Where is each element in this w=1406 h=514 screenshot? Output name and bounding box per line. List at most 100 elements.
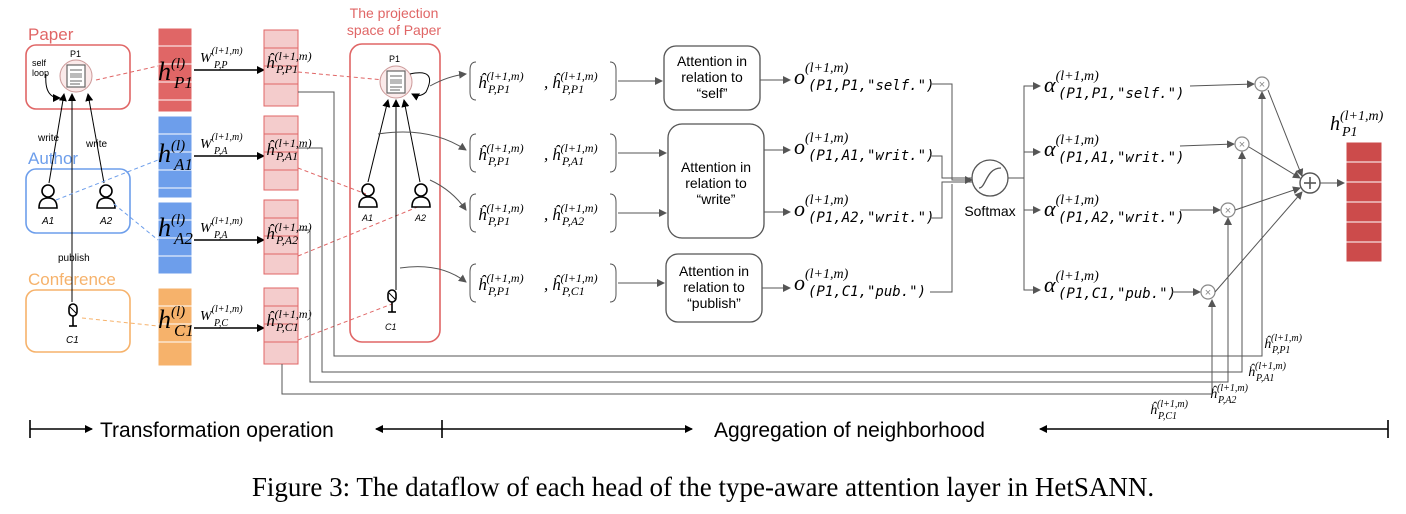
projection-paper-icon bbox=[379, 65, 413, 99]
publish-label: publish bbox=[58, 253, 90, 264]
skip-label-pc1: ĥ(l+1,m)P,C1 bbox=[1150, 399, 1189, 422]
multiply-node-a1: × bbox=[1234, 136, 1250, 152]
svg-text:ĥ(l+1,m)P,A1: ĥ(l+1,m)P,A1 bbox=[552, 141, 598, 168]
svg-text:ĥ(l+1,m)P,P1: ĥ(l+1,m)P,P1 bbox=[478, 69, 524, 96]
alpha-a2: α(l+1,m)(P1,A2,"writ.") bbox=[1044, 193, 1184, 226]
link-proj-c1 bbox=[297, 303, 393, 341]
alpha-to-mult-self bbox=[1189, 80, 1255, 89]
attention-write-box bbox=[667, 123, 765, 239]
alpha-c1: α(l+1,m)(P1,C1,"pub.") bbox=[1044, 269, 1176, 302]
multiply-node-c1: × bbox=[1200, 284, 1216, 300]
sum-node bbox=[1299, 172, 1321, 194]
author-a1-icon bbox=[38, 184, 58, 209]
h-input-a1: h(l)A1 bbox=[158, 138, 193, 174]
proj-to-pair-c1 bbox=[399, 266, 467, 283]
attention-write-line1: Attention in bbox=[681, 159, 751, 175]
projection-edge-a2 bbox=[401, 99, 421, 183]
w-label-pc: W(l+1,m)P,C bbox=[200, 304, 243, 329]
link-c1-embedding bbox=[81, 317, 159, 327]
svg-text:,: , bbox=[544, 73, 548, 92]
softmax-curve-icon bbox=[978, 167, 1002, 189]
pair-a2: ĥ(l+1,m)P,P1 , ĥ(l+1,m)P,A2 bbox=[469, 193, 617, 233]
w-label-pa-1: W(l+1,m)P,A bbox=[200, 132, 243, 157]
svg-text:×: × bbox=[1205, 287, 1211, 299]
skip-p1 bbox=[298, 91, 1266, 357]
multiply-node-self: × bbox=[1254, 76, 1270, 92]
author-a1-label: A1 bbox=[41, 216, 54, 227]
svg-text:ĥ(l+1,m)P,C1: ĥ(l+1,m)P,C1 bbox=[552, 271, 598, 298]
alpha-a1: α(l+1,m)(P1,A1,"writ.") bbox=[1044, 133, 1184, 166]
mult-to-sum-a1 bbox=[1248, 146, 1301, 179]
output-vector bbox=[1345, 141, 1383, 263]
h-output-p1: h(l+1,m)P1 bbox=[1330, 109, 1384, 140]
transformed-column-a2 bbox=[263, 199, 299, 275]
projection-c1-label: C1 bbox=[385, 322, 397, 332]
attention-self-line3: “self” bbox=[696, 85, 727, 101]
conference-c1-label: C1 bbox=[66, 335, 79, 346]
embedding-column-a2 bbox=[157, 201, 193, 275]
o-c1: o(l+1,m)(P1,C1,"pub.") bbox=[794, 267, 926, 300]
o-to-softmax-c1 bbox=[930, 184, 953, 293]
attention-write-line2: relation to bbox=[685, 175, 747, 191]
svg-text:×: × bbox=[1259, 79, 1265, 91]
link-proj-a2 bbox=[297, 205, 421, 257]
hhat-pc1-left: ĥ(l+1,m)P,C1 bbox=[266, 307, 312, 334]
softmax-to-alpha-c1 bbox=[1023, 178, 1041, 294]
projection-title-line1: The projection bbox=[350, 5, 439, 21]
skip-c1 bbox=[281, 299, 1216, 395]
svg-text:ĥ(l+1,m)P,P1: ĥ(l+1,m)P,P1 bbox=[478, 141, 524, 168]
self-loop-word2: loop bbox=[32, 68, 49, 78]
attention-publish-line3: “publish” bbox=[687, 295, 741, 311]
svg-text:ĥ(l+1,m)P,P1: ĥ(l+1,m)P,P1 bbox=[478, 201, 524, 228]
skip-label-pa2: ĥ(l+1,m)P,A2 bbox=[1210, 383, 1249, 406]
author-a2-icon bbox=[96, 184, 116, 209]
proj-to-pair-a1 bbox=[377, 131, 467, 151]
link-paper-embedding bbox=[95, 65, 159, 81]
o-to-softmax-a1 bbox=[930, 155, 972, 179]
transformation-label: Transformation operation bbox=[100, 419, 334, 442]
embedding-column-a1 bbox=[157, 115, 193, 199]
self-loop-word1: self bbox=[32, 58, 47, 68]
embedding-column-p1 bbox=[157, 27, 193, 113]
projection-a1-label: A1 bbox=[361, 213, 373, 223]
o-to-softmax-self bbox=[930, 83, 973, 184]
svg-text:ĥ(l+1,m)P,A2: ĥ(l+1,m)P,A2 bbox=[552, 201, 598, 228]
attention-write-line3: “write” bbox=[697, 191, 736, 207]
pair-c1: ĥ(l+1,m)P,P1 , ĥ(l+1,m)P,C1 bbox=[469, 263, 617, 303]
projection-a2-icon bbox=[411, 183, 431, 208]
projection-c1-icon bbox=[387, 289, 397, 313]
attention-publish-line2: relation to bbox=[683, 279, 745, 295]
o-a2: o(l+1,m)(P1,A2,"writ.") bbox=[794, 193, 934, 226]
mult-to-sum-a2 bbox=[1234, 186, 1301, 211]
paper-node-label: P1 bbox=[70, 49, 81, 59]
conference-type-box bbox=[25, 289, 131, 353]
projection-title-line2: space of Paper bbox=[347, 22, 442, 38]
hhat-pp1-left: ĥ(l+1,m)P,P1 bbox=[266, 49, 312, 76]
transformed-column-p1 bbox=[263, 29, 299, 107]
author-a2-label: A2 bbox=[99, 216, 113, 227]
aggregation-label: Aggregation of neighborhood bbox=[714, 419, 985, 442]
softmax-to-alpha-a2 bbox=[1023, 178, 1041, 214]
link-a1-embedding bbox=[55, 159, 159, 201]
svg-text:×: × bbox=[1225, 205, 1231, 217]
alpha-to-mult-a1 bbox=[1179, 140, 1235, 149]
svg-text:ĥ(l+1,m)P,P1: ĥ(l+1,m)P,P1 bbox=[552, 69, 598, 96]
h-input-p1: h(l)P1 bbox=[158, 56, 193, 92]
o-a1: o(l+1,m)(P1,A1,"writ.") bbox=[794, 131, 934, 164]
svg-text:,: , bbox=[544, 275, 548, 294]
pair-self: ĥ(l+1,m)P,P1 , ĥ(l+1,m)P,P1 bbox=[469, 61, 617, 101]
skip-a2 bbox=[298, 217, 1232, 383]
w-label-pp: W(l+1,m)P,P bbox=[200, 46, 243, 71]
alpha-self: α(l+1,m)(P1,P1,"self.") bbox=[1044, 69, 1184, 102]
figure-caption: Figure 3: The dataflow of each head of t… bbox=[251, 472, 1155, 502]
pair-a1: ĥ(l+1,m)P,P1 , ĥ(l+1,m)P,A1 bbox=[469, 133, 617, 173]
skip-label-pp1: ĥ(l+1,m)P,P1 bbox=[1264, 333, 1303, 356]
o-self: o(l+1,m)(P1,P1,"self.") bbox=[794, 61, 934, 94]
paper-icon bbox=[59, 59, 93, 93]
w-label-pa-2: W(l+1,m)P,A bbox=[200, 216, 243, 241]
attention-self-line2: relation to bbox=[681, 69, 743, 85]
